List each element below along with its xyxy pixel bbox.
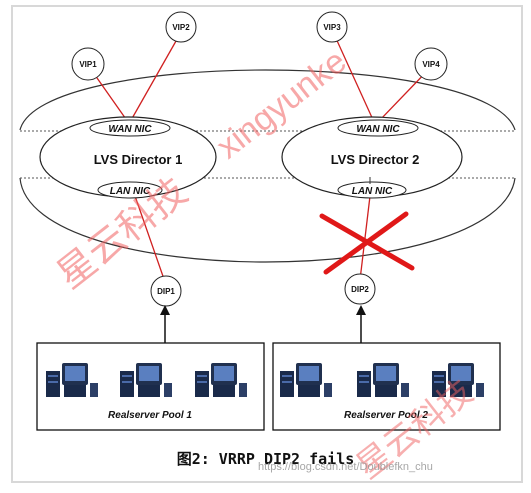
vip4-label: VIP4 [422,60,440,69]
vip3-label: VIP3 [323,23,341,32]
lan-ring [19,177,516,263]
director-2-lan-nic [337,181,407,199]
link-lan1-dip1 [134,195,166,283]
director-1-lan-nic [97,181,163,199]
arrow-up-icon [160,305,170,343]
arrow-up-icon [356,305,366,343]
vip2-node [165,11,197,43]
wan-ring [19,69,516,131]
director-2-name: LVS Director 2 [331,152,420,167]
vip4-node [414,47,448,81]
vip3-node [316,11,348,43]
director-1-wan-label: WAN NIC [108,124,152,135]
fail-x-icon [319,211,415,275]
link-vip2-wan1 [129,33,181,123]
director-2-wan-nic [337,119,419,137]
diagram-frame [11,5,523,483]
dip2-label: DIP2 [351,285,369,294]
realserver-pool-2-label: Realserver Pool 2 [344,410,428,421]
dip1-label: DIP1 [157,287,175,296]
watermark-url: https://blog.csdn.net/Doublefkn_chu [258,461,433,473]
vip1-label: VIP1 [79,60,97,69]
dip2-node [344,273,376,305]
vip2-label: VIP2 [172,23,190,32]
director-1-name: LVS Director 1 [94,152,183,167]
director-1-wan-nic [89,119,171,137]
vip1-node [71,47,105,81]
director-2-lan-label: LAN NIC [352,186,393,197]
director-1-lan-label: LAN NIC [110,186,151,197]
figure-caption: 图2: VRRP DIP2 fails [176,450,355,468]
link-vip3-wan2 [333,33,375,123]
director-2-wan-label: WAN NIC [356,124,400,135]
realserver-pool-1-label: Realserver Pool 1 [108,410,192,421]
dip1-node [150,275,182,307]
